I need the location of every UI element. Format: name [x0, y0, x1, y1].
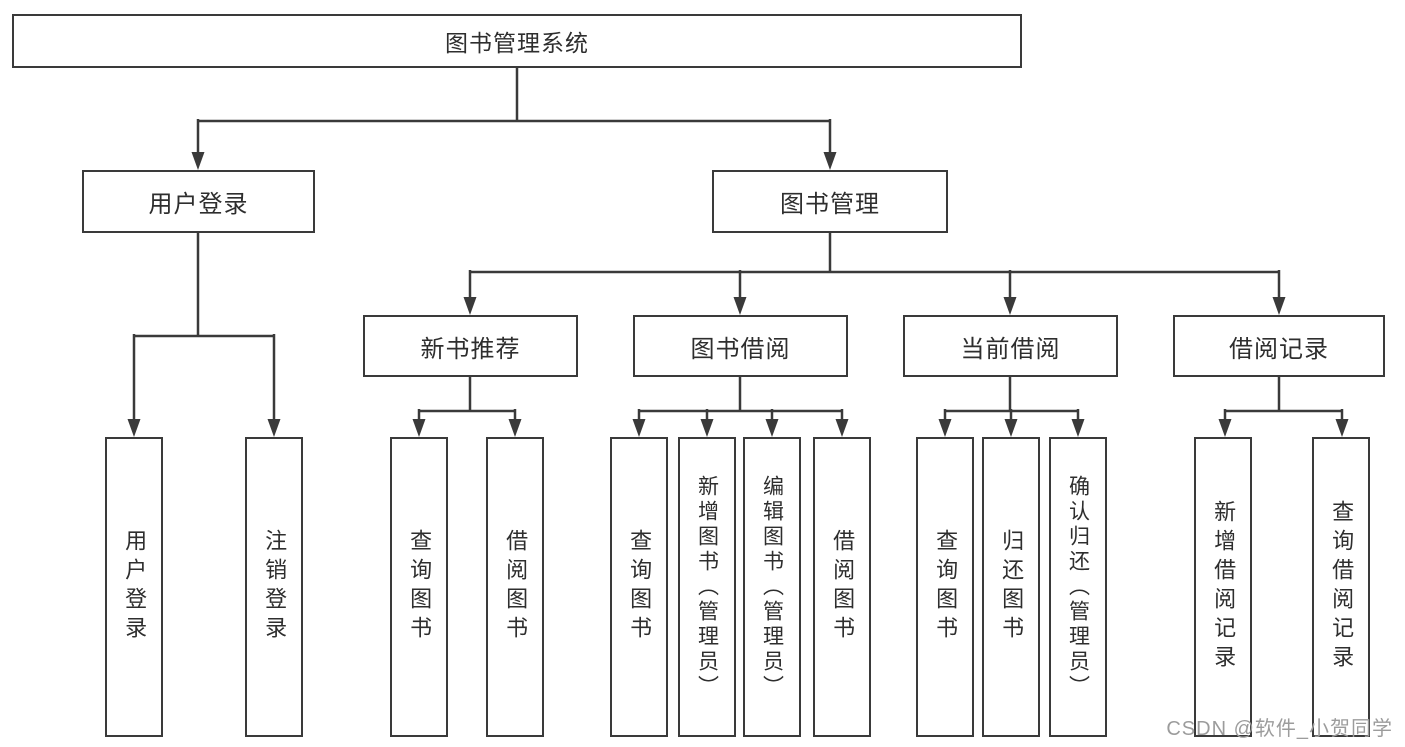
node-current-borrowing-label: 当前借阅 — [960, 335, 1061, 363]
leaf-borrow-books-borrowing: 借阅图书 — [813, 437, 871, 737]
leaf-user-login: 用户登录 — [105, 437, 163, 737]
leaf-query-books-current-label: 查询图书 — [933, 529, 959, 645]
node-borrowing-records: 借阅记录 — [1173, 315, 1385, 377]
leaf-query-books-borrowing: 查询图书 — [610, 437, 668, 737]
node-root: 图书管理系统 — [12, 14, 1022, 68]
leaf-add-books-admin: 新增图书（管理员） — [678, 437, 736, 737]
leaf-confirm-return-admin: 确认归还（管理员） — [1049, 437, 1107, 737]
leaf-add-borrow-record-label: 新增借阅记录 — [1211, 500, 1237, 674]
node-user-login-label: 用户登录 — [148, 191, 249, 218]
leaf-query-borrow-record-label: 查询借阅记录 — [1329, 500, 1355, 674]
leaf-query-books-borrowing-label: 查询图书 — [627, 529, 653, 645]
node-root-label: 图书管理系统 — [445, 30, 589, 56]
node-current-borrowing: 当前借阅 — [903, 315, 1118, 377]
node-new-book-recommend-label: 新书推荐 — [420, 335, 521, 363]
leaf-borrow-books-recommend: 借阅图书 — [486, 437, 544, 737]
leaf-edit-books-admin: 编辑图书（管理员） — [743, 437, 801, 737]
leaf-add-books-admin-label: 新增图书（管理员） — [695, 474, 719, 700]
node-book-management: 图书管理 — [712, 170, 948, 233]
leaf-user-login-label: 用户登录 — [122, 529, 148, 645]
leaf-logout-login-label: 注销登录 — [262, 529, 288, 645]
leaf-return-books-label: 归还图书 — [999, 529, 1025, 645]
node-new-book-recommend: 新书推荐 — [363, 315, 578, 377]
leaf-query-books-current: 查询图书 — [916, 437, 974, 737]
leaf-query-borrow-record: 查询借阅记录 — [1312, 437, 1370, 737]
leaf-borrow-books-recommend-label: 借阅图书 — [503, 529, 529, 645]
node-book-borrowing: 图书借阅 — [633, 315, 848, 377]
node-book-management-label: 图书管理 — [780, 191, 880, 218]
node-book-borrowing-label: 图书借阅 — [690, 335, 791, 363]
node-user-login: 用户登录 — [82, 170, 315, 233]
leaf-query-books-recommend-label: 查询图书 — [407, 529, 433, 645]
leaf-edit-books-admin-label: 编辑图书（管理员） — [760, 474, 784, 700]
leaf-return-books: 归还图书 — [982, 437, 1040, 737]
leaf-borrow-books-borrowing-label: 借阅图书 — [830, 529, 856, 645]
node-borrowing-records-label: 借阅记录 — [1229, 335, 1329, 363]
leaf-confirm-return-admin-label: 确认归还（管理员） — [1066, 474, 1090, 700]
leaf-add-borrow-record: 新增借阅记录 — [1194, 437, 1252, 737]
arrowheads — [127, 152, 1349, 437]
leaf-query-books-recommend: 查询图书 — [390, 437, 448, 737]
leaf-logout-login: 注销登录 — [245, 437, 303, 737]
